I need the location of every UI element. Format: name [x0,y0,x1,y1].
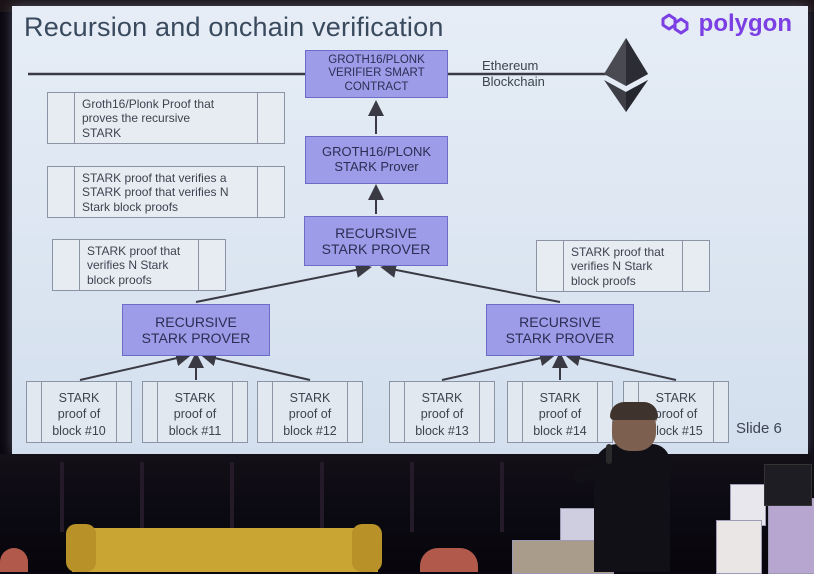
sofa-arm-right [352,524,382,572]
curtain-fold [500,462,504,532]
curtain-fold [230,462,234,532]
note-bar [48,167,75,217]
curtain-fold [60,462,64,532]
block-proof-12: STARK proof of block #12 [257,381,363,443]
block-proof-14: STARK proof of block #14 [507,381,613,443]
arrow-b13 [441,350,556,381]
note-bar [198,240,225,290]
curtain-fold [410,462,414,532]
slide-title: Recursion and onchain verification [24,12,444,42]
block-proof-13: STARK proof of block #13 [389,381,495,443]
block-proof-10: STARK proof of block #10 [26,381,132,443]
leaf-text: STARK proof of block #11 [168,391,222,438]
note-text: Groth16/Plonk Proof that proves the recu… [82,97,215,140]
note-stark-of-stark: STARK proof that verifies a STARK proof … [47,166,285,218]
polygon-logo: polygon [659,10,792,38]
leaf-bar [143,382,158,442]
arrow-right-to-top [380,262,561,303]
note-text: STARK proof that verifies a STARK proof … [82,171,229,214]
note-bar [53,240,80,290]
polygon-logo-text: polygon [698,10,792,37]
leaf-bar [347,382,362,442]
arrow-b10 [79,350,192,381]
ethereum-blockchain-label: Ethereum Blockchain [482,58,545,89]
arrow-b15 [564,350,677,381]
leaf-bar [508,382,523,442]
stage-cube [716,520,762,574]
leaf-text: STARK proof of block #13 [415,391,469,438]
stool [0,548,28,572]
stage-cube [768,498,814,574]
note-groth-proof: Groth16/Plonk Proof that proves the recu… [47,92,285,144]
leaf-text: STARK proof of block #12 [283,391,337,438]
leaf-bar [27,382,42,442]
note-text: STARK proof that verifies N Stark block … [571,245,665,288]
recursive-prover-top-box: RECURSIVE STARK PROVER [304,216,448,266]
speaker-hair [610,402,658,420]
leaf-bar [597,382,612,442]
note-bar [537,241,564,291]
microphone [606,444,612,464]
recursive-prover-right-box: RECURSIVE STARK PROVER [486,304,634,356]
note-text: STARK proof that verifies N Stark block … [87,244,181,287]
leaf-text: STARK proof of block #10 [52,391,106,438]
note-right-n-proofs: STARK proof that verifies N Stark block … [536,240,710,292]
leaf-text: STARK proof of block #15 [649,391,703,438]
arrow-left-to-top [195,262,372,303]
leaf-bar [713,382,728,442]
yellow-sofa [72,528,378,572]
arrow-b12 [200,350,311,381]
slide-number: Slide 6 [736,420,782,437]
polygon-logo-icon [661,13,689,35]
block-proof-11: STARK proof of block #11 [142,381,248,443]
note-left-n-proofs: STARK proof that verifies N Stark block … [52,239,226,291]
curtain-fold [320,462,324,532]
laptop [764,464,812,506]
note-bar [257,167,284,217]
note-bar [48,93,75,143]
stool [420,548,478,572]
ethereum-diamond-icon [604,38,648,112]
note-bar [257,93,284,143]
sofa-arm-left [66,524,96,572]
leaf-bar [258,382,273,442]
recursive-prover-left-box: RECURSIVE STARK PROVER [122,304,270,356]
curtain-fold [140,462,144,532]
leaf-text: STARK proof of block #14 [533,391,587,438]
leaf-bar [479,382,494,442]
leaf-bar [116,382,131,442]
leaf-bar [232,382,247,442]
groth-stark-prover-box: GROTH16/PLONK STARK Prover [305,136,448,184]
note-bar [682,241,709,291]
leaf-bar [390,382,405,442]
verifier-contract-box: GROTH16/PLONK VERIFIER SMART CONTRACT [305,50,448,98]
